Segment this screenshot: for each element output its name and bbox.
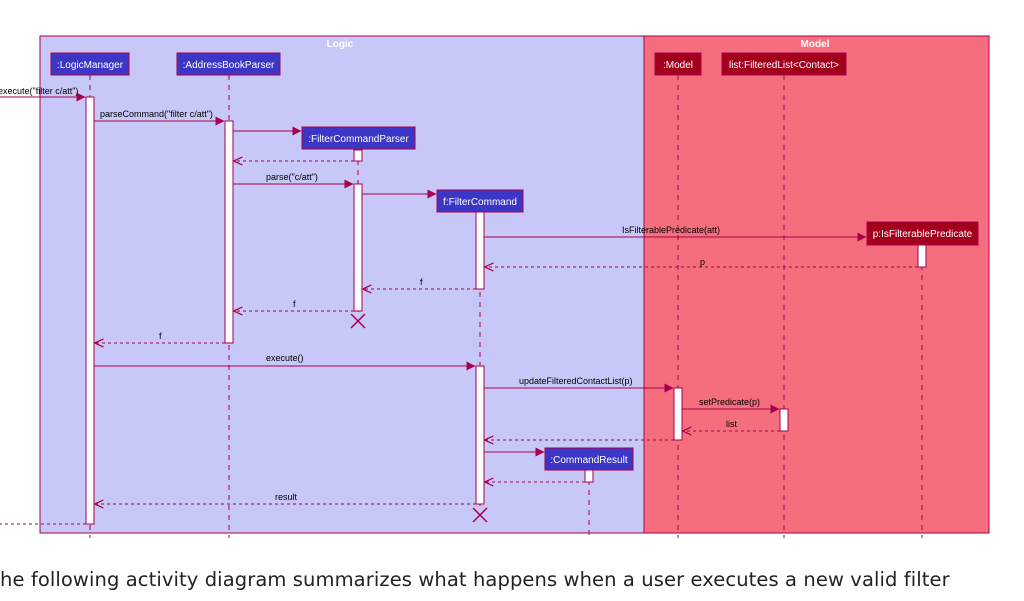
message-return-f-to-parser: f xyxy=(363,277,476,289)
logic-frame-label: Logic xyxy=(327,39,354,50)
participant-logic-manager: :LogicManager xyxy=(50,52,130,76)
svg-text:setPredicate(p): setPredicate(p) xyxy=(699,397,760,407)
message-parse: parse("c/att") xyxy=(233,172,354,189)
svg-text:list: list xyxy=(726,419,737,429)
svg-text::FilterCommandParser: :FilterCommandParser xyxy=(308,134,409,145)
svg-text:execute(): execute() xyxy=(266,353,304,363)
document-paragraph: he following activity diagram summarizes… xyxy=(0,568,950,591)
message-update-list: updateFilteredContactList(p) xyxy=(484,376,674,393)
message-execute-in: execute("filter c/att") xyxy=(0,86,86,102)
activation-filter-command-1 xyxy=(475,211,485,290)
participant-filtered-list: list:FilteredList<Contact> xyxy=(721,52,847,76)
svg-text:f:FilterCommand: f:FilterCommand xyxy=(443,197,517,208)
message-create-predicate: IsFilterablePredicate(att) xyxy=(484,225,867,242)
svg-text:updateFilteredContactList(p): updateFilteredContactList(p) xyxy=(519,376,633,386)
activation-filter-command-parser-1 xyxy=(353,149,363,162)
svg-text::CommandResult: :CommandResult xyxy=(550,455,627,466)
participant-address-book-parser: :AddressBookParser xyxy=(176,52,281,76)
message-return-p: p xyxy=(485,257,918,267)
activation-predicate xyxy=(917,244,927,268)
activation-command-result xyxy=(584,469,594,483)
participant-predicate: p:IsFilterablePredicate xyxy=(866,221,979,246)
participant-filter-command-parser: :FilterCommandParser xyxy=(301,126,416,150)
activation-filter-command-2 xyxy=(475,365,485,505)
message-return-list: list xyxy=(683,419,780,431)
svg-text:p:IsFilterablePredicate: p:IsFilterablePredicate xyxy=(873,229,973,240)
svg-text:list:FilteredList<Contact>: list:FilteredList<Contact> xyxy=(729,60,839,71)
participant-model: :Model xyxy=(654,52,702,76)
sequence-diagram: Logic Model :LogicManager :AddressBookPa… xyxy=(0,35,990,538)
message-return-f-to-lm: f xyxy=(95,331,225,343)
svg-text:execute("filter c/att"): execute("filter c/att") xyxy=(0,86,78,96)
svg-text:result: result xyxy=(275,492,298,502)
activation-model xyxy=(673,387,683,441)
activation-logic-manager xyxy=(85,96,95,525)
svg-text:parse("c/att"): parse("c/att") xyxy=(266,172,318,182)
participant-filter-command: f:FilterCommand xyxy=(436,189,524,213)
model-frame: Model xyxy=(643,35,990,534)
svg-text:f: f xyxy=(159,331,162,341)
svg-text:IsFilterablePredicate(att): IsFilterablePredicate(att) xyxy=(622,225,720,235)
activation-address-book-parser xyxy=(224,120,234,344)
activation-bars xyxy=(85,96,927,525)
activation-filtered-list xyxy=(779,408,789,432)
svg-text::AddressBookParser: :AddressBookParser xyxy=(183,60,275,71)
activation-filter-command-parser-2 xyxy=(353,183,363,312)
svg-text:f: f xyxy=(420,277,423,287)
message-parse-command: parseCommand("filter c/att") xyxy=(94,109,225,126)
svg-text::Model: :Model xyxy=(663,60,693,71)
svg-text:p: p xyxy=(700,257,705,267)
message-return-f-to-abp: f xyxy=(234,299,354,311)
message-execute: execute() xyxy=(94,353,476,371)
svg-text:f: f xyxy=(293,299,296,309)
destroy-filter-command xyxy=(472,507,488,523)
participant-command-result: :CommandResult xyxy=(544,447,634,471)
svg-text::LogicManager: :LogicManager xyxy=(57,60,124,71)
destroy-filter-command-parser xyxy=(350,313,366,329)
svg-text:parseCommand("filter c/att"): parseCommand("filter c/att") xyxy=(100,109,213,119)
model-frame-label: Model xyxy=(801,39,830,50)
message-return-result: result xyxy=(95,492,476,504)
message-set-predicate: setPredicate(p) xyxy=(682,397,780,414)
